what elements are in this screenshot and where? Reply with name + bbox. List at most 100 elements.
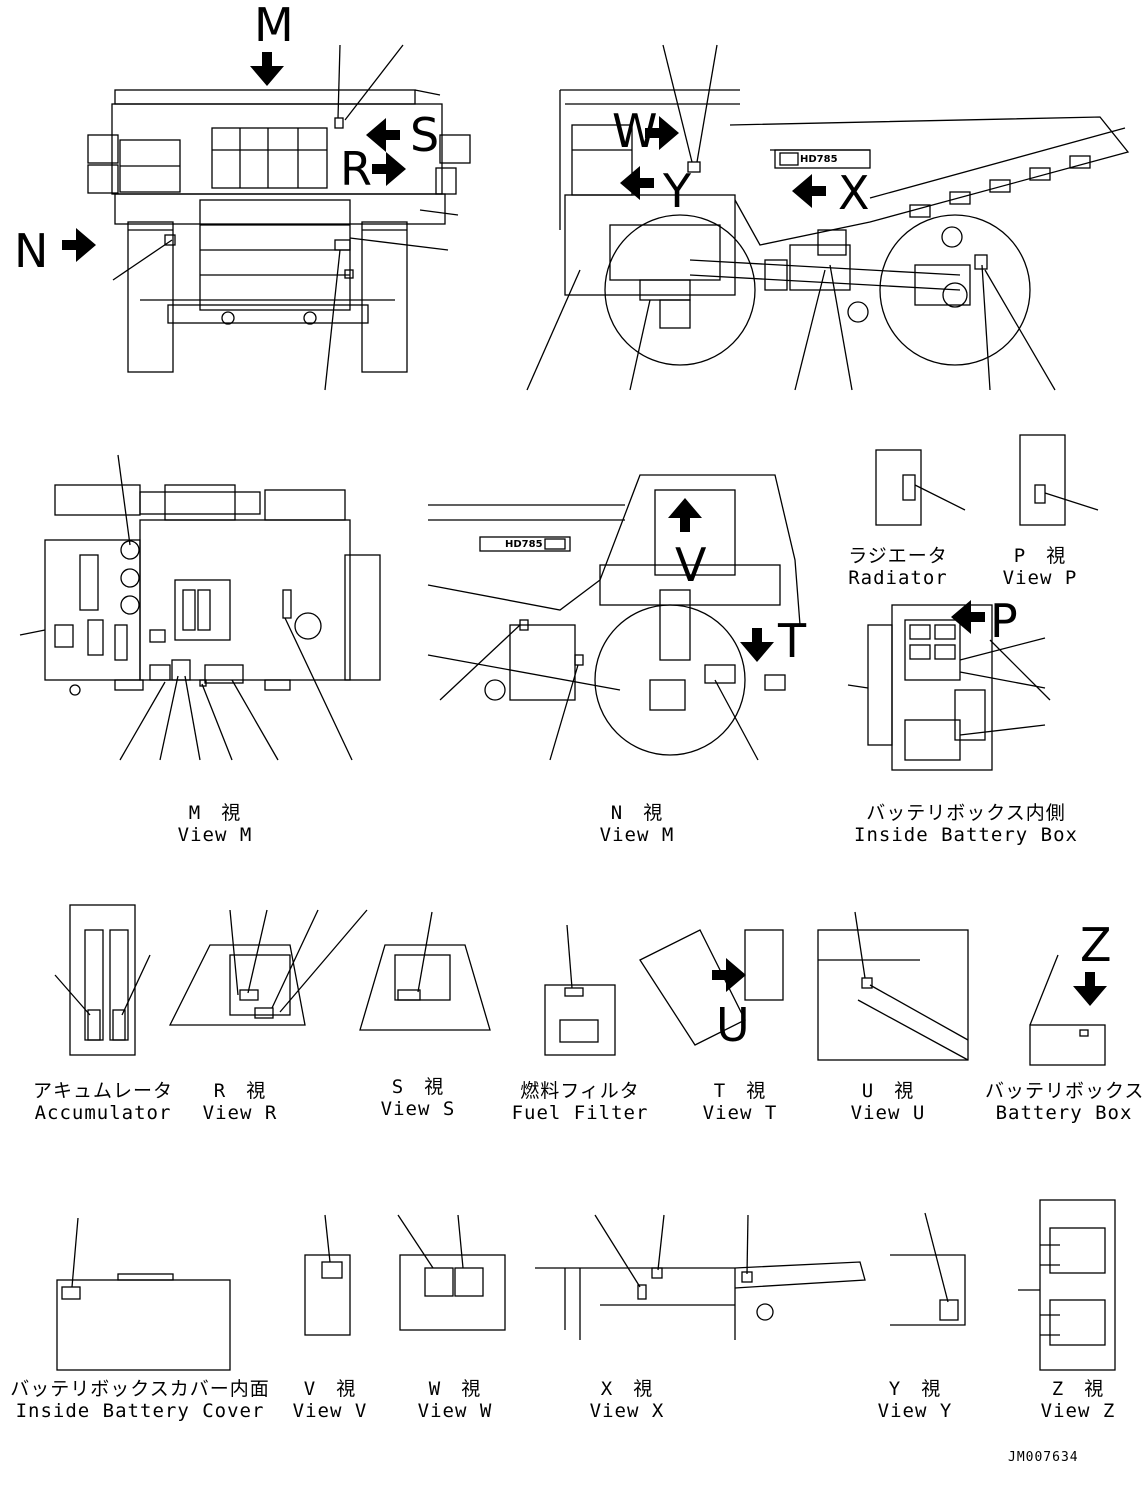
- caption-view-p-jp: P 視: [1013, 545, 1067, 567]
- arrow-r-right-icon: [372, 152, 406, 186]
- view-letter-s: S: [410, 108, 440, 162]
- view-letter-v: V: [675, 538, 707, 592]
- caption-view-t-en: View T: [702, 1102, 778, 1124]
- arrow-p-left-icon: [951, 600, 985, 634]
- view-r-drawing: [168, 909, 368, 1026]
- view-z-drawing: [1018, 1199, 1116, 1371]
- arrow-m-down-icon: [250, 52, 284, 86]
- truck-badge-n: HD785: [505, 539, 543, 550]
- caption-view-s: S 視 View S: [368, 1076, 468, 1120]
- view-v-drawing: [304, 1214, 351, 1336]
- caption-view-p-en: View P: [1002, 567, 1078, 589]
- caption-view-y-jp: Y 視: [888, 1378, 942, 1400]
- caption-battery-box: バッテリボックス Battery Box: [985, 1080, 1143, 1124]
- caption-view-n-jp: N 視: [610, 802, 664, 824]
- caption-inside-battery-box-en: Inside Battery Box: [854, 824, 1078, 846]
- view-letter-n: N: [14, 224, 49, 278]
- view-t-drawing: [639, 929, 784, 1046]
- arrow-v-up-icon: [668, 498, 702, 532]
- caption-view-s-jp: S 視: [391, 1076, 445, 1098]
- view-letter-m: M: [254, 0, 294, 52]
- caption-fuel-filter-jp: 燃料フィルタ: [520, 1080, 640, 1102]
- caption-inside-battery-box-jp: バッテリボックス内側: [866, 802, 1066, 824]
- inside-battery-cover-drawing: [56, 1217, 231, 1371]
- caption-view-m-en: View M: [177, 824, 253, 846]
- caption-view-u: U 視 View U: [838, 1080, 938, 1124]
- view-letter-z: Z: [1080, 918, 1112, 972]
- view-n-drawing: [427, 474, 801, 761]
- front-view-drawing: [87, 44, 471, 391]
- caption-accumulator: アキュムレータ Accumulator: [28, 1080, 178, 1124]
- caption-view-x-en: View X: [589, 1400, 665, 1422]
- radiator-drawing: [875, 449, 966, 526]
- caption-view-t-jp: T 視: [713, 1080, 767, 1102]
- caption-view-y: Y 視 View Y: [865, 1378, 965, 1422]
- view-letter-y: Y: [663, 164, 692, 218]
- caption-view-s-en: View S: [380, 1098, 456, 1120]
- view-letter-t: T: [778, 614, 807, 668]
- arrow-t-down-icon: [740, 628, 774, 662]
- drawing-code: JM007634: [1008, 1450, 1079, 1465]
- caption-view-z: Z 視 View Z: [1028, 1378, 1128, 1422]
- caption-view-t: T 視 View T: [690, 1080, 790, 1124]
- caption-view-x-jp: X 視: [600, 1378, 654, 1400]
- view-m-drawing: [19, 454, 381, 761]
- caption-radiator-jp: ラジエータ: [848, 545, 948, 567]
- caption-inside-battery-box: バッテリボックス内側 Inside Battery Box: [850, 802, 1082, 846]
- caption-view-v-en: View V: [292, 1400, 368, 1422]
- battery-box-drawing: [1029, 954, 1106, 1066]
- caption-view-u-jp: U 視: [861, 1080, 915, 1102]
- view-letter-u: U: [716, 998, 750, 1052]
- caption-view-w-jp: W 視: [428, 1378, 482, 1400]
- view-w-drawing: [397, 1214, 506, 1331]
- arrow-x-left-icon: [792, 174, 826, 208]
- side-view-drawing: [526, 44, 1130, 391]
- caption-radiator-en: Radiator: [848, 567, 948, 589]
- arrow-z-down-icon: [1073, 972, 1107, 1006]
- caption-inside-battery-cover-en: Inside Battery Cover: [15, 1400, 265, 1422]
- accumulator-drawing: [54, 904, 151, 1056]
- caption-view-w: W 視 View W: [405, 1378, 505, 1422]
- caption-view-r-en: View R: [202, 1102, 278, 1124]
- caption-battery-box-en: Battery Box: [995, 1102, 1133, 1124]
- caption-accumulator-jp: アキュムレータ: [32, 1080, 173, 1102]
- view-letter-p: P: [990, 594, 1018, 648]
- arrow-y-left-icon: [620, 166, 654, 200]
- view-u-drawing: [817, 911, 969, 1061]
- caption-view-r-jp: R 視: [213, 1080, 267, 1102]
- caption-view-p: P 視 View P: [990, 545, 1090, 589]
- view-x-drawing: [535, 1214, 866, 1340]
- arrow-n-right-icon: [62, 228, 96, 262]
- caption-view-u-en: View U: [850, 1102, 926, 1124]
- caption-view-z-en: View Z: [1040, 1400, 1116, 1422]
- caption-fuel-filter-en: Fuel Filter: [511, 1102, 649, 1124]
- view-letter-r: R: [340, 142, 372, 196]
- caption-view-y-en: View Y: [877, 1400, 953, 1422]
- caption-view-z-jp: Z 視: [1051, 1378, 1105, 1400]
- caption-battery-box-jp: バッテリボックス: [985, 1080, 1143, 1102]
- arrow-w-right-icon: [645, 116, 679, 150]
- caption-view-w-en: View W: [417, 1400, 493, 1422]
- inside-battery-box-drawing: [847, 604, 1051, 771]
- caption-view-v: V 視 View V: [280, 1378, 380, 1422]
- caption-view-n-en: View M: [599, 824, 675, 846]
- caption-view-v-jp: V 視: [303, 1378, 357, 1400]
- caption-view-r: R 視 View R: [190, 1080, 290, 1124]
- caption-view-m: M 視 View M: [150, 802, 280, 846]
- view-p-drawing: [1019, 434, 1099, 526]
- caption-view-m-jp: M 視: [188, 802, 242, 824]
- view-s-drawing: [359, 911, 491, 1031]
- view-letter-x: X: [838, 166, 870, 220]
- arrow-s-left-icon: [366, 118, 400, 152]
- caption-accumulator-en: Accumulator: [34, 1102, 172, 1124]
- truck-badge-side: HD785: [800, 154, 838, 165]
- view-y-drawing: [890, 1212, 966, 1326]
- arrow-u-right-icon: [712, 958, 746, 992]
- caption-inside-battery-cover: バッテリボックスカバー内面 Inside Battery Cover: [10, 1378, 270, 1422]
- view-letter-w: W: [612, 104, 658, 158]
- fuel-filter-drawing: [544, 924, 616, 1056]
- caption-fuel-filter: 燃料フィルタ Fuel Filter: [505, 1080, 655, 1124]
- caption-inside-battery-cover-jp: バッテリボックスカバー内面: [10, 1378, 270, 1400]
- caption-view-n: N 視 View M: [572, 802, 702, 846]
